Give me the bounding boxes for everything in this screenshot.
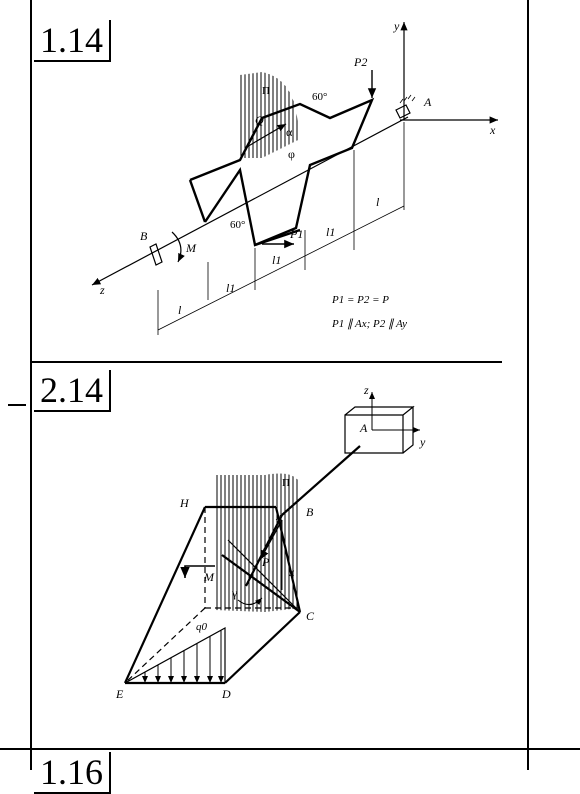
note-1: P1 = P2 = P [331, 294, 389, 306]
label-b-2: B [306, 505, 314, 519]
label-l1-3: l1 [326, 225, 335, 239]
plane-pi-2 [215, 473, 301, 612]
crank-frame [189, 97, 375, 247]
label-pi-2: П [282, 477, 290, 489]
label-h: H [179, 496, 190, 510]
label-y-2: y [419, 435, 426, 449]
note-2: P1 ∥ Ax; P2 ∥ Ay [331, 318, 407, 330]
label-m-2: M [203, 570, 215, 584]
label-b: B [140, 229, 148, 243]
load-arrows [142, 630, 224, 683]
right-column-border [527, 0, 529, 770]
label-d: D [221, 687, 231, 701]
problem-divider [32, 361, 502, 363]
label-alpha: α [286, 125, 293, 139]
label-p2: P2 [353, 55, 367, 69]
moment-m-2 [180, 565, 215, 578]
diagram-1-14: y x z A B M P2 P1 Q П α φ 60° 60° l l1 l… [91, 19, 498, 335]
label-l1-1: l1 [226, 281, 235, 295]
label-angle-top: 60° [312, 91, 327, 103]
label-z-2: z [363, 383, 369, 397]
label-gamma: γ [231, 586, 238, 600]
label-a: A [423, 95, 432, 109]
label-a-2: A [359, 421, 368, 435]
diagram-2-14: z y A H B x П P α M γ C q0 E D [115, 383, 426, 701]
problem-number-1-16: 1.16 [34, 752, 111, 794]
label-m: M [185, 241, 197, 255]
bearing-a [395, 104, 411, 119]
moment-m [171, 231, 185, 263]
label-z: z [99, 283, 105, 297]
left-column-border [30, 0, 32, 770]
label-l-2: l [376, 195, 380, 209]
label-phi: φ [288, 147, 295, 161]
label-l-1: l [178, 303, 182, 317]
left-margin-tick [8, 404, 26, 406]
label-p: P [261, 555, 270, 569]
row-divider-bottom [0, 748, 580, 750]
rod-ba [281, 445, 361, 516]
label-e: E [115, 687, 124, 701]
distributed-load [124, 626, 226, 684]
force-p [259, 519, 283, 561]
label-x: x [489, 123, 496, 137]
force-q [244, 123, 287, 149]
label-q: Q [255, 113, 264, 127]
label-q0: q0 [196, 621, 208, 633]
label-y: y [393, 19, 400, 33]
label-alpha-2: α [288, 565, 295, 579]
label-x-2: x [275, 511, 281, 523]
label-l1-2: l1 [272, 253, 281, 267]
label-pi: П [262, 85, 270, 97]
label-angle-bottom: 60° [230, 219, 245, 231]
bearing-b [149, 243, 163, 266]
problem-number-1-14: 1.14 [34, 20, 111, 62]
z-axis [91, 116, 409, 286]
label-c: C [306, 609, 315, 623]
problem-number-2-14: 2.14 [34, 370, 111, 412]
label-p1: P1 [289, 227, 303, 241]
